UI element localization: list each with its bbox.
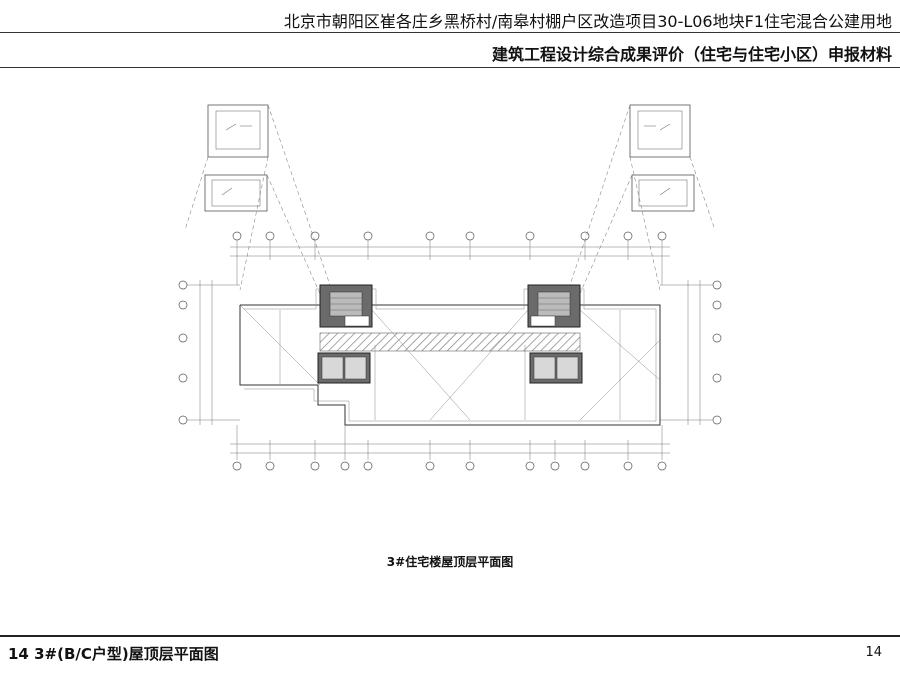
footer-section-title: 14 3#(B/C户型)屋顶层平面图 xyxy=(8,645,219,663)
detail-callout-top-right xyxy=(629,104,695,212)
header-document-title: 建筑工程设计综合成果评价（住宅与住宅小区）申报材料 xyxy=(491,45,892,64)
machine-room-left xyxy=(317,352,371,384)
header-divider-lower xyxy=(0,67,900,68)
dimension-lines-top xyxy=(230,240,670,285)
roof-floor-plan-drawing xyxy=(178,104,722,471)
grid-axis-bottom xyxy=(232,461,667,471)
hatched-roof-band xyxy=(319,332,581,352)
drawing-caption: 3#住宅楼屋顶层平面图 xyxy=(386,555,514,569)
page-number: 14 xyxy=(865,645,882,660)
grid-axis-top xyxy=(232,231,667,241)
machine-room-right xyxy=(529,352,583,384)
callout-leaders xyxy=(184,104,716,306)
roof-slope-lines xyxy=(239,304,661,421)
detail-callout-top-left xyxy=(204,104,269,212)
roof-outline xyxy=(239,284,661,426)
dimension-lines-sides xyxy=(187,280,713,425)
header-project-name: 北京市朝阳区崔各庄乡黑桥村/南皋村棚户区改造项目30-L06地块F1住宅混合公建… xyxy=(283,12,892,31)
stair-core-left xyxy=(319,284,373,328)
footer-divider xyxy=(0,635,900,637)
dimension-lines-bottom xyxy=(230,425,670,460)
grid-axis-sides xyxy=(178,280,722,425)
stair-core-right xyxy=(527,284,581,328)
header-divider xyxy=(0,32,900,33)
